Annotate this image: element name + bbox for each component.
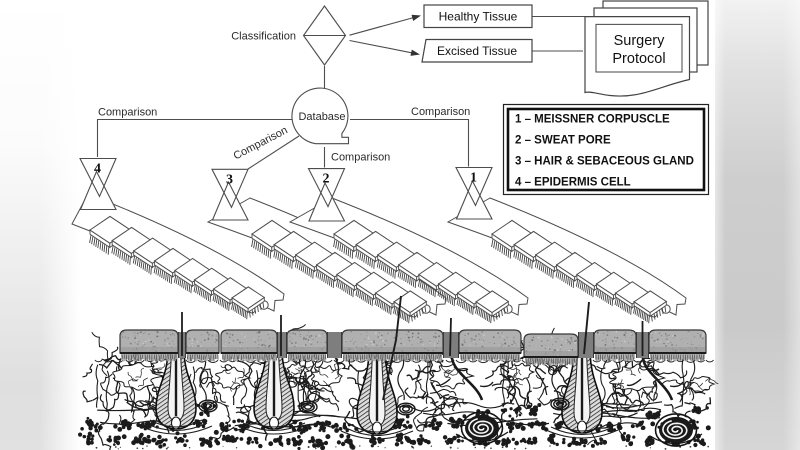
svg-text:4: 4 — [94, 162, 101, 177]
svg-text:Protocol: Protocol — [612, 51, 665, 67]
svg-text:Comparison: Comparison — [232, 124, 290, 162]
svg-text:Surgery: Surgery — [614, 33, 666, 49]
svg-text:1: 1 — [470, 171, 477, 186]
svg-text:Classification: Classification — [231, 31, 296, 43]
svg-text:3: 3 — [226, 172, 233, 187]
svg-text:Comparison: Comparison — [98, 107, 157, 119]
svg-text:Database: Database — [298, 111, 345, 123]
svg-text:4 – EPIDERMIS CELL: 4 – EPIDERMIS CELL — [515, 177, 631, 189]
svg-text:2: 2 — [323, 172, 330, 187]
svg-text:1 – MEISSNER CORPUSCLE: 1 – MEISSNER CORPUSCLE — [515, 114, 670, 126]
svg-text:Comparison: Comparison — [411, 106, 470, 118]
svg-text:3 – HAIR & SEBACEOUS GLAND: 3 – HAIR & SEBACEOUS GLAND — [515, 156, 694, 168]
svg-text:Comparison: Comparison — [331, 152, 390, 164]
svg-text:Healthy Tissue: Healthy Tissue — [439, 10, 518, 24]
svg-text:Excised Tissue: Excised Tissue — [437, 44, 517, 58]
svg-text:2 – SWEAT PORE: 2 – SWEAT PORE — [515, 135, 611, 147]
